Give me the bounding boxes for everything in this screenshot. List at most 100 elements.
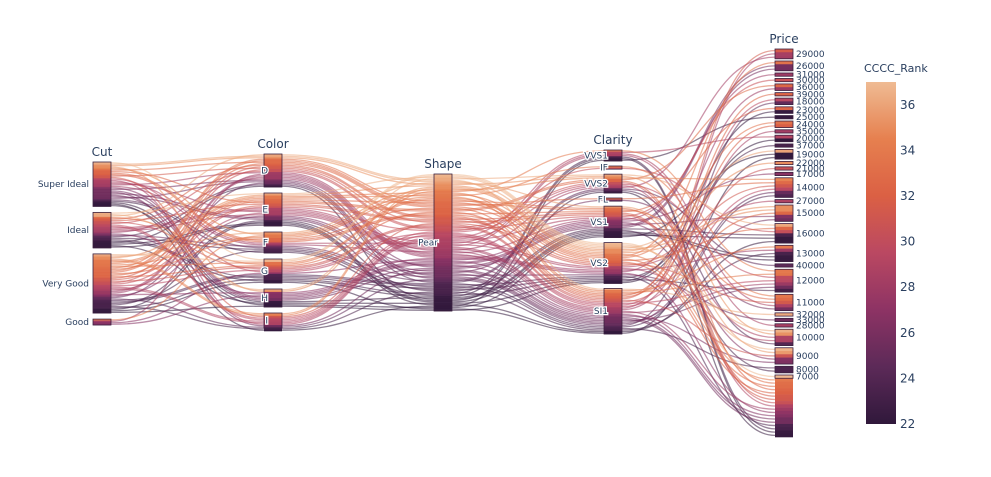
ribbon-path [451,246,605,309]
category-bar-price-20000[interactable] [774,134,794,143]
ribbon-path [281,174,435,261]
category-bar-segment [264,181,282,183]
category-bar-price-15000[interactable] [774,204,794,222]
category-bar-clarity-vvs1[interactable] [603,149,623,162]
ribbon-path [110,154,265,217]
category-bar-segment [604,308,622,311]
category-bar-clarity-vvs2[interactable] [603,173,623,194]
category-bar-segment [434,298,452,301]
category-bar-price-39000[interactable] [774,92,794,97]
category-bar-price-31000[interactable] [774,72,794,77]
category-bar-clarity-fl[interactable] [603,197,623,202]
category-bar-color-e[interactable] [263,192,283,227]
category-label-cut: Very Good [42,279,89,289]
category-label-price: 33000 [796,316,825,326]
category-bar-segment [93,274,111,277]
category-bar-price-24000[interactable] [774,120,794,128]
category-bar-price-36000[interactable] [774,83,794,91]
ribbon-path [281,305,435,331]
category-bar-segment [264,169,282,171]
category-bar-price-13000[interactable] [774,244,794,263]
category-bar-price-22000[interactable] [774,160,794,166]
category-bar-segment [434,285,452,288]
category-bar-segment [93,270,111,272]
category-bar-color-g[interactable] [263,258,283,284]
category-bar-segment [264,217,282,219]
category-bar-price-18000[interactable] [774,97,794,106]
category-bar-price-25000[interactable] [774,115,794,120]
category-bar-price-32000[interactable] [774,312,794,317]
category-bar-price-29000[interactable] [774,48,794,60]
category-bar-segment [434,215,452,218]
category-bar-price-30000[interactable] [774,78,794,83]
category-bar-price-17000[interactable] [774,171,794,176]
category-bar-price-40000[interactable] [774,263,794,268]
category-bar-color-d[interactable] [263,153,283,188]
category-bar-segment [604,180,622,183]
category-bar-color-i[interactable] [263,312,283,332]
category-bar-segment [93,243,111,246]
category-bar-price-9000[interactable] [774,347,794,365]
category-bar-segment [264,269,282,272]
category-bar-price-28000[interactable] [774,323,794,328]
category-bar-price-27000[interactable] [774,199,794,204]
category-bar-segment [264,295,282,297]
category-bar-color-h[interactable] [263,288,283,308]
ribbon-path [281,175,435,262]
category-bar-segment [264,193,282,195]
category-bar-segment [264,221,282,224]
category-bar-price-16000[interactable] [774,223,794,244]
category-bar-segment [264,313,282,315]
category-bar-price-35000[interactable] [774,129,794,134]
category-bar-clarity-vs2[interactable] [603,242,623,284]
category-bar-segment [604,291,622,294]
category-bar-price-8000[interactable] [774,365,794,374]
category-bar-segment [264,157,282,159]
category-bar-segment [93,188,111,191]
category-bar-price-11000[interactable] [774,293,794,312]
category-bar-cut-super-ideal[interactable] [92,161,112,207]
category-bar-segment [93,283,111,286]
ribbon-path [451,264,605,317]
category-bar-price-10000[interactable] [774,328,794,346]
ribbon-path [621,288,776,316]
category-bar-price-23000[interactable] [774,106,794,114]
ribbon-path [110,295,265,325]
category-bar-cut-ideal[interactable] [92,211,112,249]
category-bar-segment [264,220,282,222]
category-bar-segment [434,273,452,275]
category-bar-price-14000[interactable] [774,177,794,198]
category-bar-segment [434,263,452,266]
category-bar-segment [604,323,622,325]
category-bar-price-7000[interactable] [774,374,794,438]
category-label-price: 27000 [796,197,825,207]
category-bar-segment [775,190,793,195]
category-bar-segment [775,388,793,392]
category-bar-price-19000[interactable] [774,148,794,160]
category-bar-segment [604,294,622,297]
category-bar-price-21000[interactable] [774,166,794,171]
category-bar-shape-pear[interactable] [433,173,453,312]
category-bar-clarity-si1[interactable] [603,288,623,335]
category-bar-outline [774,148,794,160]
category-bar-color-f[interactable] [263,231,283,254]
category-bar-segment [604,221,622,224]
category-bar-price-26000[interactable] [774,60,794,72]
category-bar-segment [434,257,452,260]
category-bar-price-12000[interactable] [774,268,794,293]
category-bar-segment [434,224,452,227]
category-bar-price-37000[interactable] [774,143,794,148]
ribbon-path [281,305,435,311]
category-bar-price-33000[interactable] [774,317,794,322]
category-bar-clarity-vs1[interactable] [603,205,623,238]
category-bar-segment [93,196,111,198]
category-bar-segment [93,311,111,314]
colorbar-tick-label: 32 [900,189,915,203]
category-bar-segment [264,244,282,246]
category-bar-segment [604,229,622,232]
category-bar-cut-very-good[interactable] [92,253,112,314]
category-label-price: 37000 [796,142,825,152]
category-bar-clarity-if[interactable] [603,165,623,170]
category-label-price: 25000 [796,113,825,123]
category-bar-cut-good[interactable] [92,318,112,326]
